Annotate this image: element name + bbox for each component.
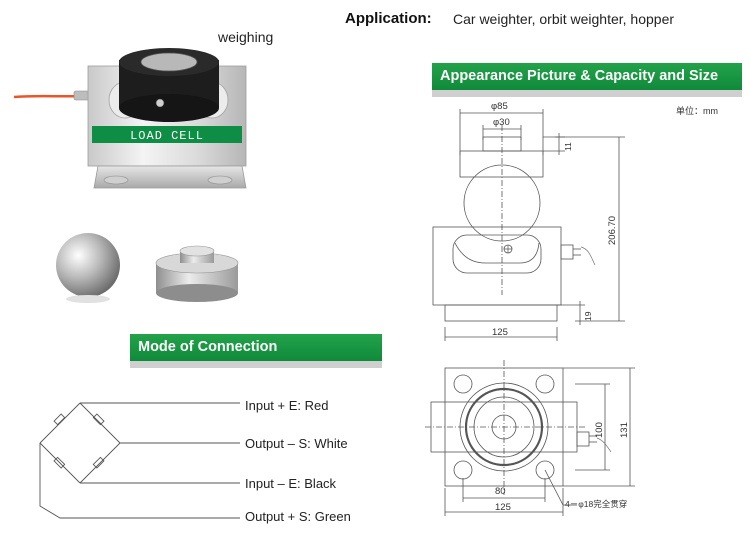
dim-11: 11 bbox=[563, 142, 573, 151]
dim-125-bottom: 125 bbox=[495, 502, 511, 513]
application-value: Car weighter, orbit weighter, hopper bbox=[453, 11, 675, 27]
wire-label-input-plus: Input + E: Red bbox=[245, 398, 329, 413]
application-label: Application: bbox=[345, 10, 432, 27]
hole-note: 4－φ18完全贯穿 bbox=[565, 499, 627, 509]
dim-phi85: φ85 bbox=[491, 101, 508, 112]
weighing-label: weighing bbox=[218, 29, 274, 45]
wire-label-input-minus: Input – E: Black bbox=[245, 476, 337, 491]
front-view-drawing: φ85 φ30 11 206.70 19 125 bbox=[432, 101, 625, 341]
dim-125-top: 125 bbox=[492, 327, 508, 338]
wire-label-output-minus: Output – S: White bbox=[245, 436, 348, 451]
appearance-banner-shadow bbox=[432, 90, 742, 97]
dim-131: 131 bbox=[619, 422, 630, 438]
load-cell-band-text: LOAD CELL bbox=[130, 129, 204, 143]
load-cap bbox=[155, 245, 239, 302]
top-view-drawing: 100 131 80 125 4－φ18完全贯穿 bbox=[425, 360, 635, 516]
bridge-diagram bbox=[39, 402, 240, 519]
dim-19: 19 bbox=[583, 311, 593, 321]
appearance-banner: Appearance Picture & Capacity and Size bbox=[432, 63, 742, 97]
load-cell-photo: LOAD CELL bbox=[13, 48, 247, 189]
connection-banner: Mode of Connection bbox=[130, 334, 382, 368]
wire-label-output-plus: Output + S: Green bbox=[245, 509, 351, 524]
dim-phi30: φ30 bbox=[493, 117, 510, 128]
connection-title: Mode of Connection bbox=[130, 334, 382, 361]
dim-206-70: 206.70 bbox=[607, 216, 618, 245]
dim-80: 80 bbox=[495, 486, 506, 497]
connection-banner-shadow bbox=[130, 361, 382, 368]
steel-ball bbox=[56, 233, 120, 303]
dim-100: 100 bbox=[594, 422, 605, 438]
unit-label: 单位：mm bbox=[676, 106, 718, 116]
appearance-title: Appearance Picture & Capacity and Size bbox=[432, 63, 742, 90]
